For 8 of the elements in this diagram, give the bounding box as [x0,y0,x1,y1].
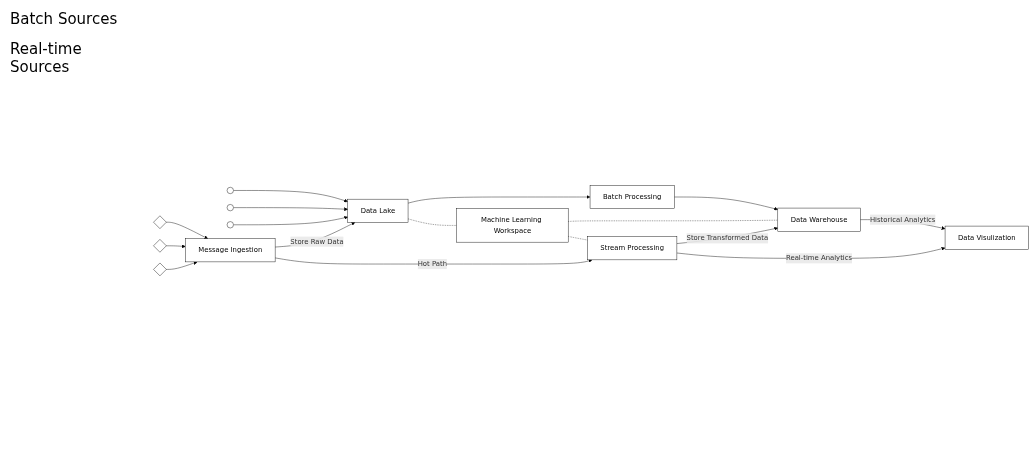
node-circle [226,186,234,194]
node-diamond [153,239,167,253]
group-heading: Batch Sources [10,10,118,28]
node-circle [226,221,234,229]
node-diamond [153,215,167,229]
node-diamond [153,262,167,276]
node-circle [226,204,234,211]
group-heading: Real-time Sources [10,40,83,76]
